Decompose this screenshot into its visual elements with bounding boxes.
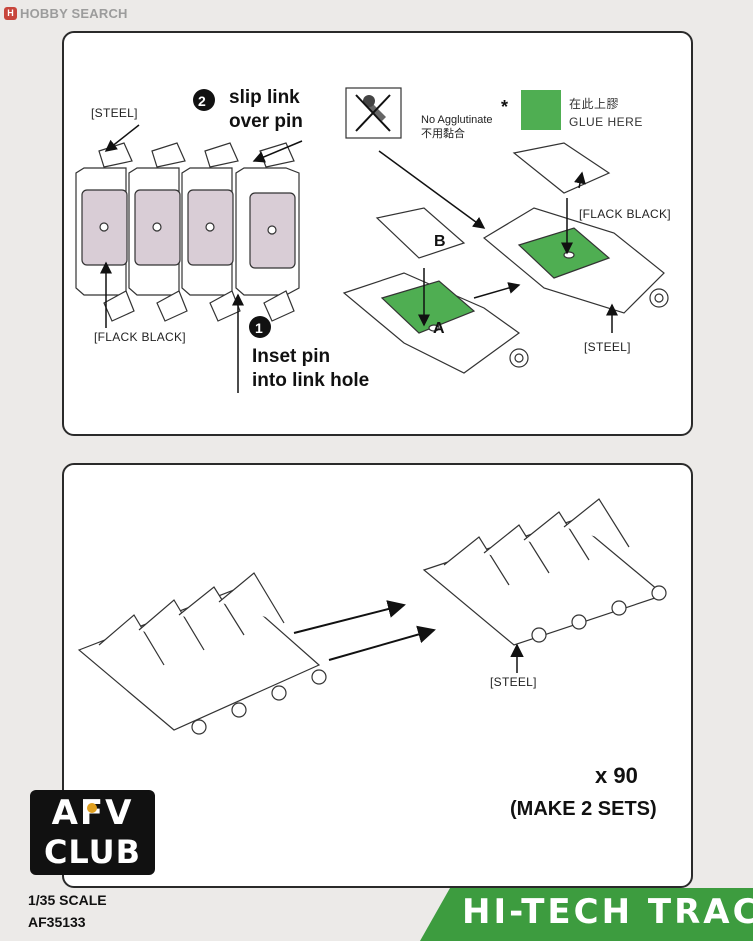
link-a [342, 272, 529, 374]
part-a-label: A [433, 320, 445, 337]
step-1-line1: Inset pin [252, 346, 331, 367]
step-1-number: 1 [255, 320, 263, 336]
glue-here-en: GLUE HERE [569, 115, 643, 129]
result-panel: [STEEL] x 90 (MAKE 2 SETS) [62, 463, 693, 888]
flack-black-label-left: [FLACK BLACK] [94, 330, 186, 344]
step-2-line2: over pin [229, 111, 303, 132]
step-2-number: 2 [198, 93, 206, 109]
quantity-sets: (MAKE 2 SETS) [510, 798, 657, 820]
product-band [420, 888, 753, 941]
steel-label-right: [STEEL] [584, 340, 631, 354]
hobby-search-logo[interactable]: H HOBBY SEARCH [4, 5, 128, 21]
track-links-chain [75, 142, 300, 322]
no-glue-en: No Agglutinate [421, 114, 493, 126]
logo-line-club: CLUB [43, 833, 142, 871]
steel-label-top: [STEEL] [91, 106, 138, 120]
quantity-count: x 90 [595, 763, 638, 788]
step-2-marker [193, 89, 215, 111]
no-glue-text: No Agglutinate 不用黏合 [421, 113, 493, 141]
part-b-label: B [434, 233, 446, 250]
product-name: HI-TECH TRACK [462, 892, 753, 932]
no-glue-icon [345, 87, 402, 139]
result-diagram [77, 498, 667, 735]
glue-asterisk: * [501, 97, 509, 117]
logo-line-afv: AFV [51, 793, 134, 833]
right-top-plate [512, 142, 611, 194]
flack-black-label-right: [FLACK BLACK] [579, 207, 671, 221]
step-2-instruction: slip link over pin [229, 86, 303, 134]
product-code: AF35133 [28, 914, 86, 930]
steel-label-bottom: [STEEL] [490, 675, 537, 689]
link-assembled [482, 207, 669, 314]
glue-here-cn: 在此上膠 [569, 97, 620, 111]
step-1-instruction: Inset pin into link hole [252, 345, 369, 393]
logo-dot-icon [87, 803, 97, 813]
track-section-left [77, 572, 327, 735]
top-bar: H HOBBY SEARCH [0, 0, 753, 28]
no-glue-cn: 不用黏合 [421, 128, 465, 140]
hobby-search-icon: H [4, 6, 17, 20]
assembly-diagram [75, 87, 669, 393]
afv-club-logo: AFV CLUB [30, 790, 155, 875]
step-1-line2: into link hole [252, 370, 370, 391]
step-2-line1: slip link [229, 87, 300, 108]
scale-text: 1/35 SCALE [28, 892, 107, 908]
track-section-right [422, 498, 667, 646]
glue-here-swatch [521, 90, 561, 130]
glue-here-text: 在此上膠 GLUE HERE [569, 95, 643, 131]
hobby-search-text: HOBBY SEARCH [20, 5, 128, 21]
part-b-plate [375, 207, 466, 259]
step-1-marker [249, 316, 271, 338]
assembly-panel: [STEEL] [FLACK BLACK] 2 slip link over p… [62, 31, 693, 436]
